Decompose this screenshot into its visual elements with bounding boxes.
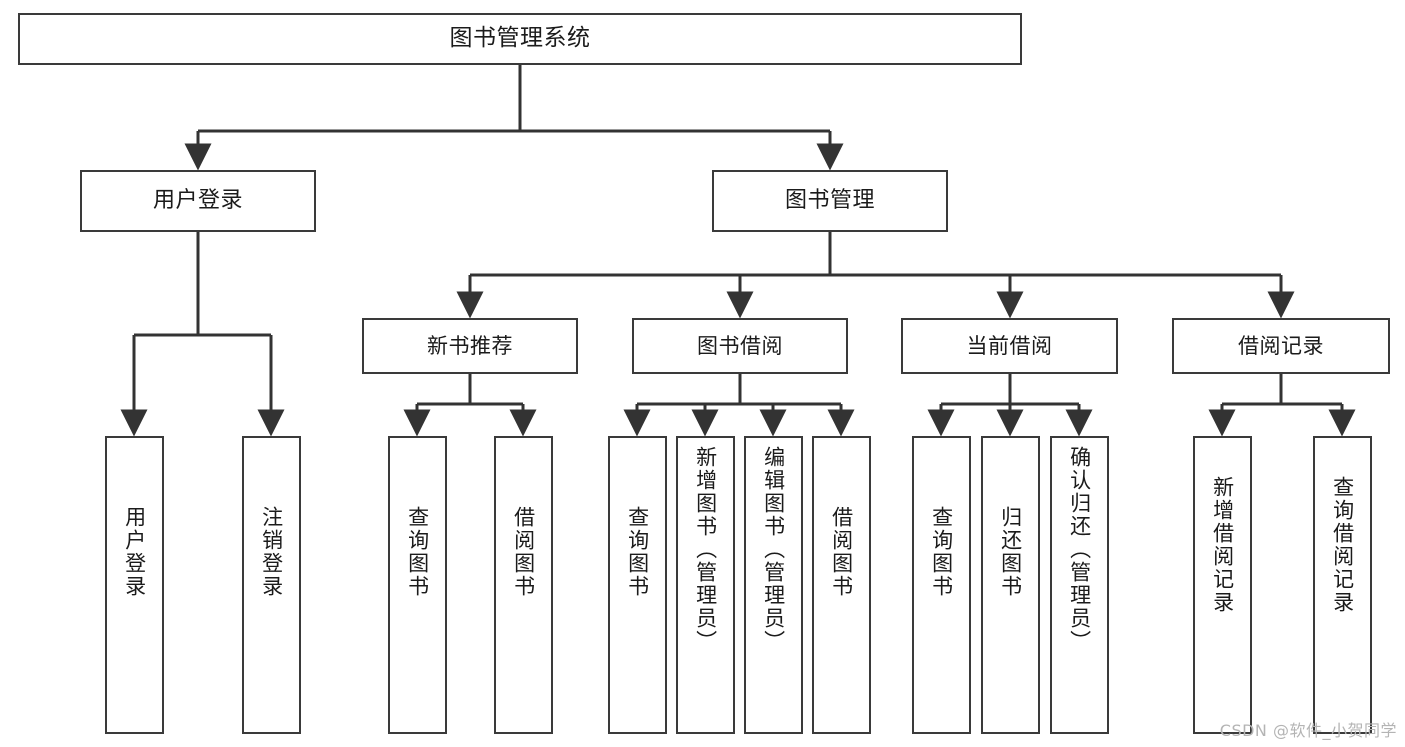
node-leaf-confirm-return[interactable]: 确认归还（管理员） — [1050, 436, 1109, 734]
node-leaf-edit-book-label: 编辑图书（管理员） — [761, 446, 786, 653]
node-current-borrow[interactable]: 当前借阅 — [901, 318, 1118, 374]
node-leaf-confirm-return-label: 确认归还（管理员） — [1067, 446, 1092, 653]
node-user-login-label: 用户登录 — [152, 188, 243, 214]
node-book-manage[interactable]: 图书管理 — [712, 170, 948, 232]
node-book-manage-label: 图书管理 — [784, 188, 875, 214]
node-leaf-add-book[interactable]: 新增图书（管理员） — [676, 436, 735, 734]
node-leaf-query-book-1-label: 查询图书 — [405, 506, 430, 598]
node-user-login[interactable]: 用户登录 — [80, 170, 316, 232]
node-borrow-record[interactable]: 借阅记录 — [1172, 318, 1390, 374]
node-leaf-edit-book[interactable]: 编辑图书（管理员） — [744, 436, 803, 734]
node-leaf-user-login[interactable]: 用户登录 — [105, 436, 164, 734]
node-leaf-query-book-3[interactable]: 查询图书 — [912, 436, 971, 734]
node-leaf-query-book-3-label: 查询图书 — [929, 506, 954, 598]
node-leaf-borrow-book-1-label: 借阅图书 — [511, 506, 536, 598]
node-leaf-borrow-book-2[interactable]: 借阅图书 — [812, 436, 871, 734]
node-book-borrow[interactable]: 图书借阅 — [632, 318, 848, 374]
node-leaf-user-logout-label: 注销登录 — [259, 506, 284, 598]
node-leaf-query-record[interactable]: 查询借阅记录 — [1313, 436, 1372, 734]
node-root-label: 图书管理系统 — [449, 25, 591, 52]
node-current-borrow-label: 当前借阅 — [966, 333, 1053, 358]
node-book-borrow-label: 图书借阅 — [697, 333, 783, 358]
node-leaf-add-book-label: 新增图书（管理员） — [693, 446, 718, 653]
node-borrow-record-label: 借阅记录 — [1238, 333, 1324, 358]
node-leaf-return-book-label: 归还图书 — [998, 506, 1023, 598]
csdn-watermark: CSDN @软件_小贺同学 — [1219, 721, 1397, 740]
node-leaf-query-record-label: 查询借阅记录 — [1330, 476, 1355, 614]
node-leaf-user-logout[interactable]: 注销登录 — [242, 436, 301, 734]
node-leaf-add-record[interactable]: 新增借阅记录 — [1193, 436, 1252, 734]
node-root[interactable]: 图书管理系统 — [18, 13, 1022, 65]
node-leaf-user-login-label: 用户登录 — [122, 506, 147, 598]
node-leaf-query-book-1[interactable]: 查询图书 — [388, 436, 447, 734]
node-leaf-borrow-book-2-label: 借阅图书 — [829, 506, 854, 598]
node-leaf-query-book-2[interactable]: 查询图书 — [608, 436, 667, 734]
node-leaf-query-book-2-label: 查询图书 — [625, 506, 650, 598]
node-leaf-add-record-label: 新增借阅记录 — [1210, 476, 1235, 614]
node-leaf-return-book[interactable]: 归还图书 — [981, 436, 1040, 734]
node-leaf-borrow-book-1[interactable]: 借阅图书 — [494, 436, 553, 734]
node-new-book-recommend-label: 新书推荐 — [427, 333, 513, 358]
node-new-book-recommend[interactable]: 新书推荐 — [362, 318, 578, 374]
